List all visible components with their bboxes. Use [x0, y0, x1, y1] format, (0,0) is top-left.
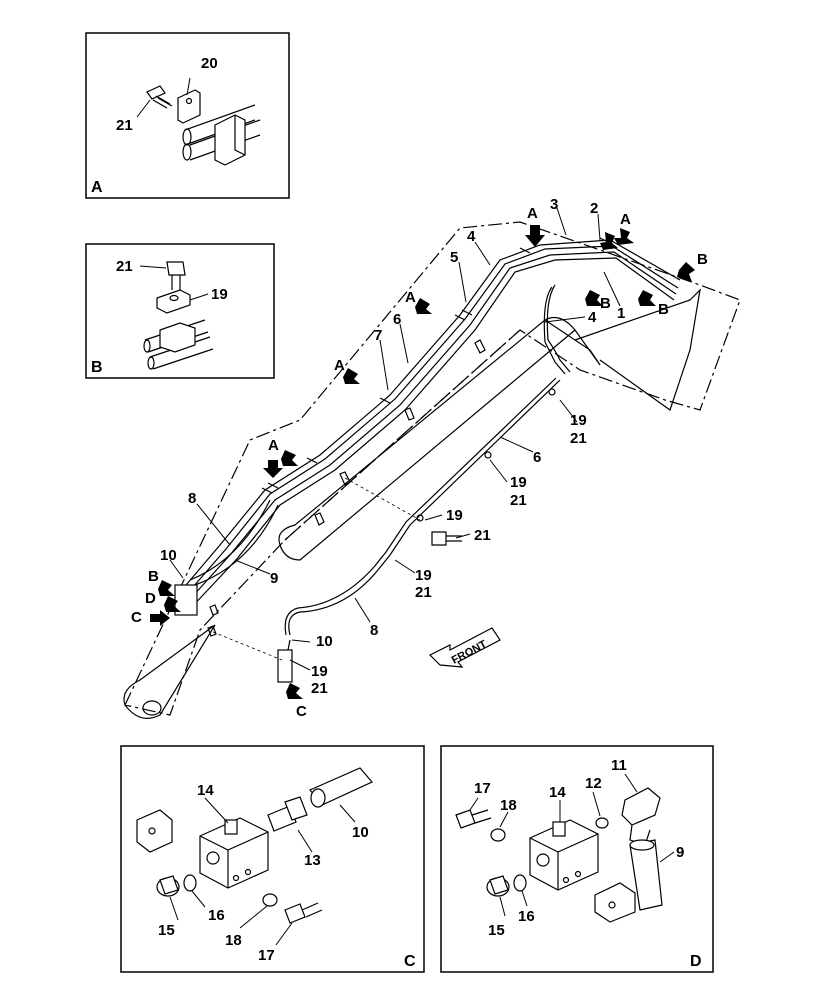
callout-a-4: A	[334, 357, 345, 374]
label-21-d: 21	[415, 584, 432, 601]
label-8-lower: 8	[370, 622, 378, 639]
label-d-11: 11	[611, 757, 627, 774]
detail-panel-d: D	[440, 745, 714, 973]
leader-lines	[169, 207, 621, 671]
label-6-lower: 6	[533, 449, 541, 466]
label-8-upper: 8	[188, 490, 196, 507]
label-7: 7	[374, 327, 382, 344]
label-21-b: 21	[510, 492, 527, 509]
label-21-c: 21	[474, 527, 491, 544]
label-10-lower: 10	[316, 633, 333, 650]
bolt-21-b	[166, 261, 186, 290]
callout-a-5: A	[268, 437, 279, 454]
label-19-c: 19	[446, 507, 463, 524]
panel-a-pipes	[182, 104, 261, 166]
panel-a-letter: A	[91, 179, 103, 196]
dashed-leaders	[212, 477, 421, 661]
panel-c-parts	[136, 767, 373, 924]
label-9: 9	[270, 570, 278, 587]
callout-b-3: B	[658, 301, 669, 318]
label-c-10: 10	[352, 824, 369, 841]
panel-b-pipes	[143, 319, 214, 370]
label-1: 1	[617, 305, 625, 322]
label-19-a: 19	[570, 412, 587, 429]
callout-a-1: A	[527, 205, 538, 222]
label-d-18: 18	[500, 797, 517, 814]
panel-d-letter: D	[690, 953, 702, 970]
label-3: 3	[550, 196, 558, 213]
front-direction-arrow: FRONT	[428, 627, 501, 668]
label-c-14: 14	[197, 782, 214, 799]
callout-d-1: D	[145, 590, 156, 607]
label-d-9: 9	[676, 844, 684, 861]
label-c-16: 16	[208, 907, 225, 924]
clamp-19	[156, 289, 191, 314]
clamp-20	[177, 89, 201, 124]
detail-panel-c: C	[120, 745, 425, 973]
label-d-14: 14	[549, 784, 566, 801]
label-c-18: 18	[225, 932, 242, 949]
main-part-labels: 1 2 3 4 4 5 6 6 7 8 8 9 10 10 19 21 19 2…	[160, 196, 625, 697]
bolt-21-main	[431, 531, 462, 546]
label-21: 21	[116, 117, 133, 134]
label-21-a: 21	[570, 430, 587, 447]
bolt-21	[146, 85, 173, 109]
label-d-12: 12	[585, 775, 602, 792]
label-10-upper: 10	[160, 547, 177, 564]
label-19-b: 19	[510, 474, 527, 491]
callout-b-1: B	[697, 251, 708, 268]
panel-c-letter: C	[404, 953, 416, 970]
boom-outline	[123, 221, 741, 719]
label-4-lower: 4	[588, 309, 597, 326]
upper-hoses	[174, 237, 681, 612]
panel-b-letter: B	[91, 359, 103, 376]
label-2: 2	[590, 200, 598, 217]
label-21-e: 21	[311, 680, 328, 697]
label-5: 5	[450, 249, 458, 266]
label-d-15: 15	[488, 922, 505, 939]
label-c-17: 17	[258, 947, 275, 964]
label-c-13: 13	[304, 852, 321, 869]
callout-c-2: C	[296, 703, 307, 720]
label-6-upper: 6	[393, 311, 401, 328]
callout-arrows	[150, 225, 695, 699]
label-21-b: 21	[116, 258, 133, 275]
label-19-b: 19	[211, 286, 228, 303]
detail-panel-a: A 20 21	[85, 32, 290, 199]
callout-a-2: A	[620, 211, 631, 228]
callout-letters: A A A A A B B B B D C C	[131, 205, 708, 720]
label-19-d: 19	[415, 567, 432, 584]
callout-b-2: B	[600, 295, 611, 312]
label-4-upper: 4	[467, 228, 476, 245]
valve-blocks	[174, 584, 293, 683]
callout-b-4: B	[148, 568, 159, 585]
panel-d-parts	[455, 787, 663, 923]
label-c-15: 15	[158, 922, 175, 939]
detail-panel-b: B 21 19	[85, 243, 275, 379]
label-d-17: 17	[474, 780, 491, 797]
callout-a-3: A	[405, 289, 416, 306]
callout-c-1: C	[131, 609, 142, 626]
label-d-16: 16	[518, 908, 535, 925]
label-19-e: 19	[311, 663, 328, 680]
label-20: 20	[201, 55, 218, 72]
